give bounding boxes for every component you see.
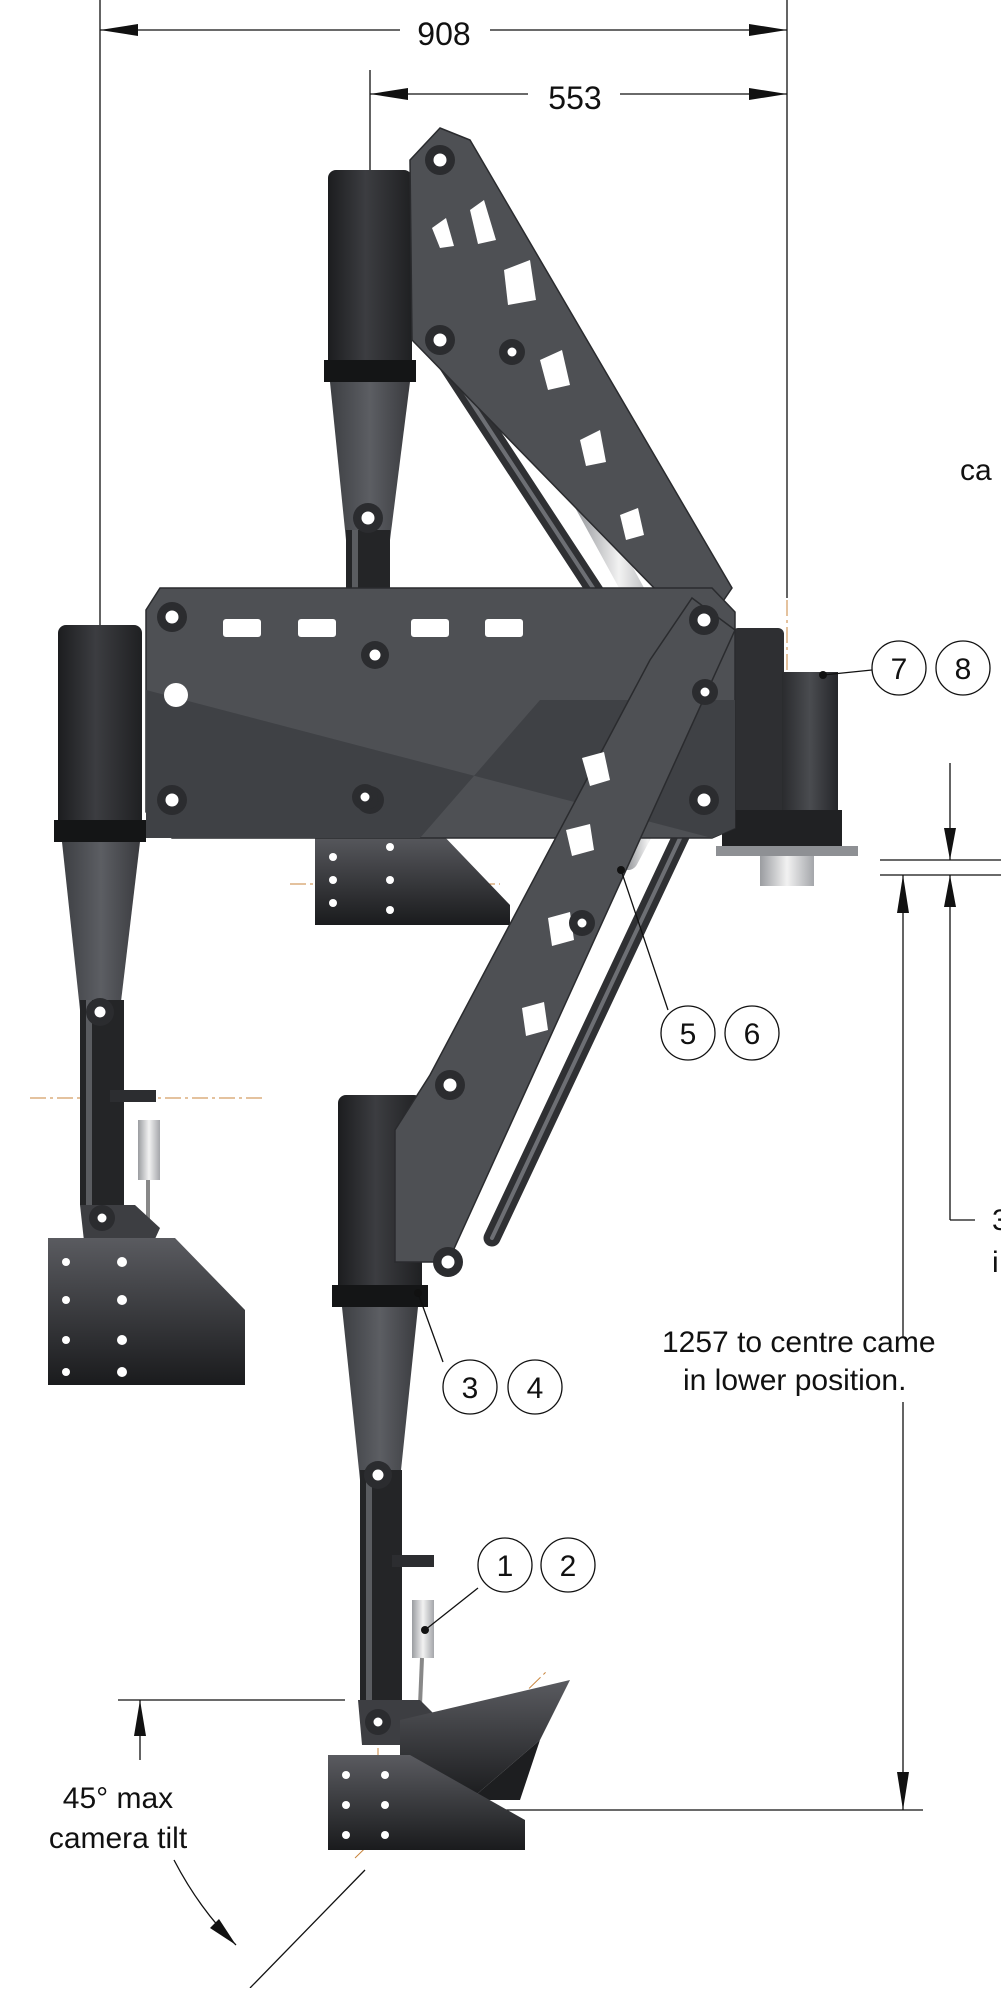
lower-diagonal-arm — [394, 596, 736, 1263]
tilt-label-line1: 45° max — [63, 1782, 173, 1815]
balloon-group-1-2: 1 2 — [421, 1537, 596, 1634]
dim-upper-width: 553 — [369, 70, 787, 175]
left-leg-assembly — [48, 625, 245, 1385]
balloon-4: 4 — [527, 1372, 544, 1405]
upper-width-label: 553 — [548, 80, 601, 116]
balloon-5: 5 — [680, 1018, 697, 1051]
dim-overall-width: 908 — [99, 0, 788, 630]
balloon-7: 7 — [891, 653, 908, 686]
overall-width-label: 908 — [417, 16, 470, 52]
dim-camera-height: 3 i 1257 to centre came in lower positio… — [500, 763, 1001, 1811]
partial-label-3: 3 — [992, 1204, 1001, 1237]
upper-diagonal-arm — [409, 127, 733, 637]
partial-label-ca: ca — [960, 454, 992, 487]
balloon-group-5-6: 5 6 — [617, 866, 780, 1061]
camera-height-label-line1: 1257 to centre came — [662, 1326, 936, 1359]
balloon-1: 1 — [497, 1550, 514, 1583]
balloon-group-7-8: 7 8 — [819, 640, 991, 696]
balloon-2: 2 — [560, 1550, 577, 1583]
balloon-8: 8 — [955, 653, 972, 686]
camera-head-mount — [716, 628, 858, 886]
partial-label-i: i — [992, 1246, 999, 1279]
balloon-3: 3 — [462, 1372, 479, 1405]
camera-height-label-line2: in lower position. — [683, 1364, 906, 1397]
dim-camera-tilt: 45° max camera tilt — [49, 1699, 366, 1989]
balloon-6: 6 — [744, 1018, 761, 1051]
balloon-group-3-4: 3 4 — [414, 1289, 563, 1415]
tilt-label-line2: camera tilt — [49, 1822, 188, 1855]
pivot-joints — [86, 145, 719, 1735]
